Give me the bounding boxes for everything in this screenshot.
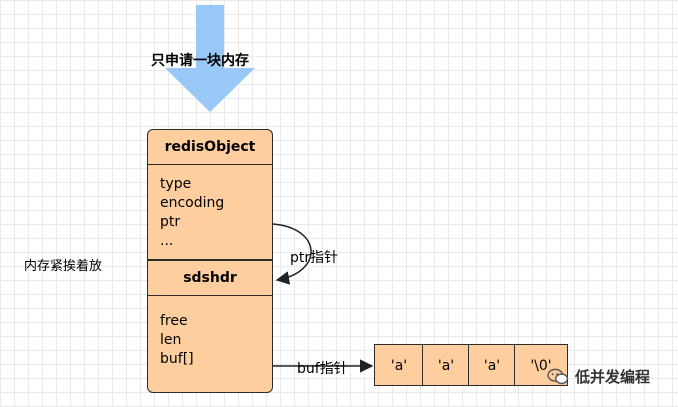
sdshdr-field: free (160, 313, 188, 329)
watermark-text: 低并发编程 (574, 368, 650, 386)
buf-pointer-label: buf指针 (297, 361, 348, 377)
sdshdr-header: sdshdr (148, 261, 272, 296)
ptr-pointer-label: ptr指针 (290, 250, 339, 266)
watermark: 低并发编程 (547, 366, 650, 387)
redis-object-struct: redisObject type encoding ptr ... (147, 129, 273, 260)
ptr-pointer-arrow (272, 223, 312, 285)
sdshdr-struct: sdshdr free len buf[] (147, 260, 273, 393)
sdshdr-field: buf[] (160, 351, 194, 367)
big-down-arrow (165, 5, 255, 112)
wechat-icon (547, 368, 569, 384)
buf-cell: 'a' (374, 344, 424, 386)
redis-object-field: ... (160, 233, 174, 249)
sdshdr-field: len (160, 332, 182, 348)
single-allocation-title: 只申请一块内存 (151, 53, 249, 69)
contiguous-memory-note: 内存紧挨着放 (24, 259, 103, 274)
sdshdr-fields: free len buf[] (148, 296, 272, 369)
redis-object-field: type (160, 176, 192, 192)
redis-object-field: encoding (160, 195, 225, 211)
redis-object-field: ptr (160, 214, 181, 230)
redis-object-fields: type encoding ptr ... (148, 165, 272, 251)
buf-cell: 'a' (468, 344, 516, 386)
redis-object-header: redisObject (148, 130, 272, 165)
buf-cell: 'a' (422, 344, 470, 386)
